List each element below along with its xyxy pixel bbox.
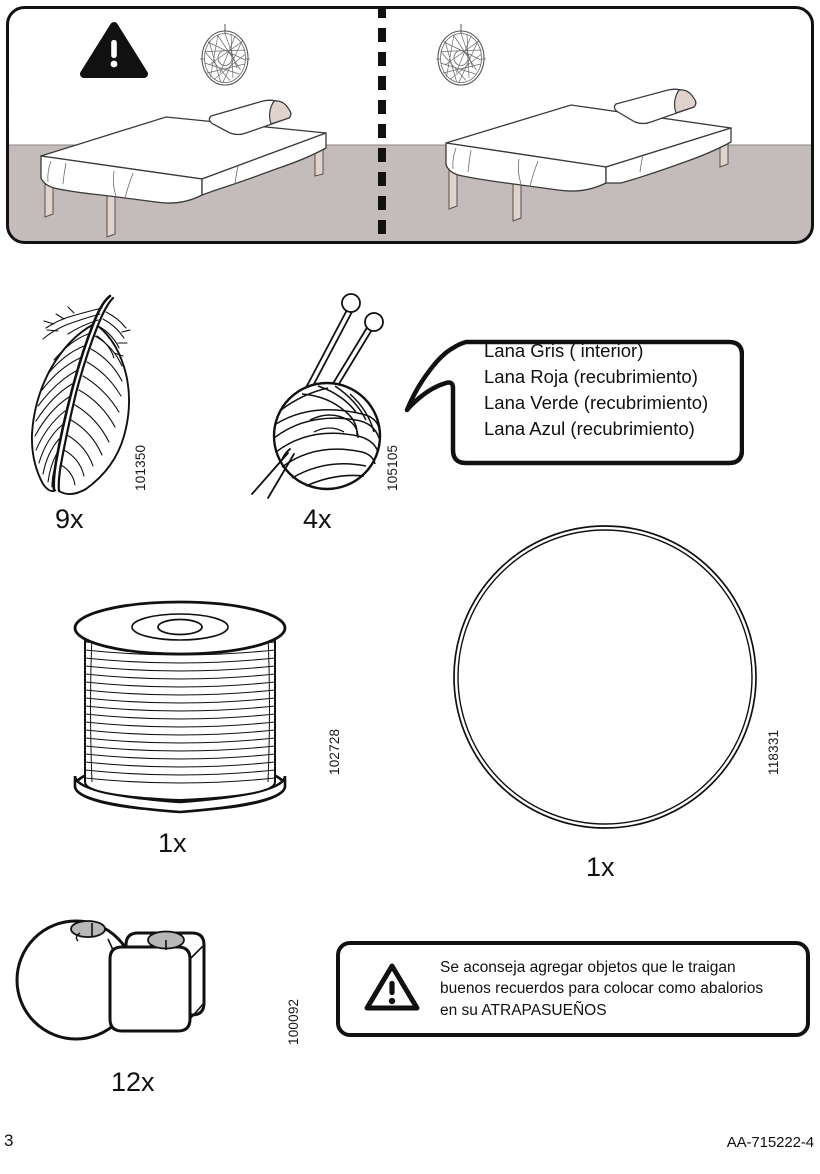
part-qty-metal-ring: 1x xyxy=(586,852,615,882)
advisory-line-2: buenos recuerdos para colocar como abalo… xyxy=(440,980,764,998)
part-code-cord-spool: 102728 xyxy=(327,728,342,775)
part-yarn-ball: 105105 4x xyxy=(240,286,420,546)
part-code-yarn-ball: 105105 xyxy=(385,444,400,491)
part-qty-feather: 9x xyxy=(55,504,84,534)
wool-line-1: Lana Gris ( interior) xyxy=(484,340,644,361)
wool-line-4: Lana Azul (recubrimiento) xyxy=(484,418,695,439)
yarn-ball-with-needles-icon xyxy=(240,286,410,506)
part-feather: 101350 9x xyxy=(0,286,180,546)
part-qty-cord-spool: 1x xyxy=(158,828,187,858)
part-cord-spool: 102728 1x xyxy=(50,590,370,880)
metal-hoop-ring-icon xyxy=(448,520,768,840)
page-number: 3 xyxy=(4,1131,14,1150)
speech-bubble-icon xyxy=(404,339,744,466)
left-scene-group xyxy=(40,22,327,238)
advisory-text: Se aconseja agregar objetos que le traig… xyxy=(440,957,806,1022)
warning-triangle-icon xyxy=(80,22,148,78)
part-qty-beads: 12x xyxy=(111,1067,155,1097)
beads-round-and-cube-icon xyxy=(14,915,274,1055)
part-code-metal-ring: 118331 xyxy=(766,729,781,775)
cord-spool-icon xyxy=(58,590,318,820)
advisory-line-1: Se aconseja agregar objetos que le traig… xyxy=(440,958,736,976)
bed-illustration-right xyxy=(445,88,732,222)
dreamcatcher-icon xyxy=(436,24,486,86)
part-code-feather: 101350 xyxy=(133,444,148,491)
feather-icon xyxy=(14,286,144,506)
scene-panel xyxy=(6,6,814,244)
part-code-beads: 100092 xyxy=(286,998,301,1045)
document-code: AA-715222-4 xyxy=(726,1134,814,1151)
warning-triangle-icon xyxy=(362,961,422,1018)
wool-line-2: Lana Roja (recubrimiento) xyxy=(484,366,698,387)
wool-types-callout: Lana Gris ( interior) Lana Roja (recubri… xyxy=(404,318,744,470)
dreamcatcher-icon xyxy=(200,24,250,86)
advisory-line-3: en su ATRAPASUEÑOS xyxy=(440,1001,607,1019)
part-metal-ring: 118331 1x xyxy=(440,520,790,882)
wool-types-list: Lana Gris ( interior) Lana Roja (recubri… xyxy=(484,338,734,442)
bed-illustration-left xyxy=(40,99,327,238)
part-beads: 100092 12x xyxy=(10,915,330,1105)
right-scene-group xyxy=(436,24,732,222)
advisory-box: Se aconseja agregar objetos que le traig… xyxy=(336,941,810,1037)
wool-line-3: Lana Verde (recubrimiento) xyxy=(484,392,709,413)
part-qty-yarn-ball: 4x xyxy=(303,504,332,534)
